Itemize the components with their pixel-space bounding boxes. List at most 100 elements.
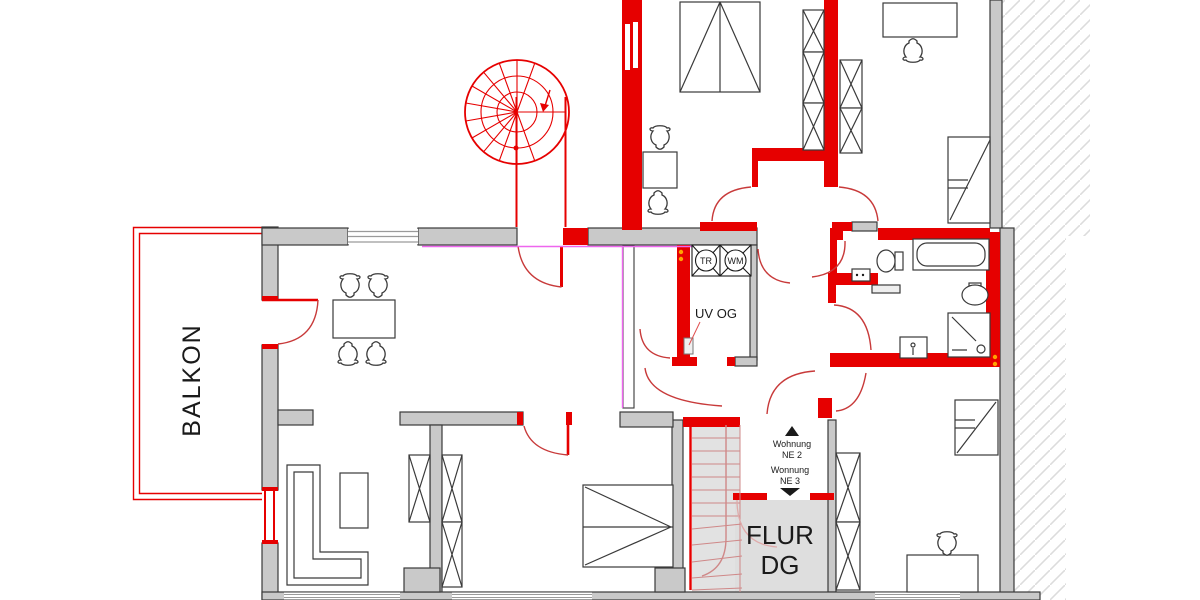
washer-label: WM <box>728 256 744 266</box>
west-window-jamb-2 <box>262 540 278 544</box>
single-bed-bottom-right <box>954 399 999 456</box>
dining-chair <box>367 273 389 298</box>
marker-dot-1 <box>678 249 684 255</box>
landing-south-red-1 <box>733 493 767 500</box>
living-door-arc <box>517 245 562 288</box>
wardrobe-east-of-wall <box>839 59 863 154</box>
flur-door-arc <box>736 499 778 548</box>
washing-machine-unit <box>719 244 752 277</box>
corridor-top-door-arc <box>757 248 791 284</box>
main-staircase <box>689 425 778 592</box>
vestibule-stub-gray <box>851 221 878 232</box>
south-wall-pillar-1 <box>403 567 441 593</box>
furniture <box>286 1 999 593</box>
vestibule-door-left-arc <box>711 186 752 222</box>
side-table <box>339 472 369 529</box>
bathtub <box>912 238 990 271</box>
hall-south-wall <box>619 411 674 428</box>
east-wall-upper <box>989 0 1003 229</box>
wc-shelf <box>871 284 901 294</box>
vestibule-north-red-wall <box>752 148 838 161</box>
bathroom <box>851 238 998 367</box>
chair <box>649 125 671 150</box>
spiral-shaft <box>515 97 567 227</box>
south-window-2 <box>452 592 592 600</box>
toilet <box>876 249 904 273</box>
bath-north-red-2 <box>878 228 990 240</box>
desk-bottom-right <box>906 554 979 593</box>
bedroom2-door-arc <box>523 425 569 456</box>
duct-wall <box>622 245 635 409</box>
north-window <box>348 229 418 244</box>
west-wall-mid <box>261 344 279 491</box>
flur-east-wall <box>827 419 837 593</box>
landing-south-red-2 <box>810 493 834 500</box>
desk-chair <box>902 38 924 63</box>
bedroom3-door-arc <box>835 372 867 412</box>
spiral-arrow-shaft <box>544 89 551 107</box>
l-shaped-sofa <box>286 464 369 586</box>
doors <box>262 186 879 456</box>
windows <box>262 229 960 600</box>
flur-label-line1: FLUR <box>746 520 814 550</box>
small-table-top <box>642 151 678 189</box>
dryer-unit <box>691 244 721 277</box>
red-wall-block-top <box>563 228 588 245</box>
wall-stub-west <box>277 409 314 426</box>
floor-fills <box>692 425 828 592</box>
stair-walk-line <box>701 425 727 577</box>
south-window-1 <box>284 592 400 600</box>
dining-chair <box>339 273 361 298</box>
wc-door-arc <box>811 240 846 278</box>
west-window-red <box>262 491 278 540</box>
spiral-arrow-head <box>540 103 549 112</box>
arrow-down-icon <box>780 488 800 496</box>
vestibule-west-stub <box>752 161 758 187</box>
uv-leader-line <box>688 321 701 346</box>
laundry-south-gray <box>734 356 758 367</box>
double-bed-bottom <box>582 484 674 568</box>
spiral-walkline-dot <box>513 145 519 151</box>
washbasin <box>961 282 989 306</box>
west-window-jamb-1 <box>262 487 278 491</box>
dining-table <box>332 299 396 339</box>
south-wall-pillar-2 <box>654 567 686 593</box>
balcony-door-jamb-1 <box>262 296 278 301</box>
corridor-jamb-red <box>818 398 832 418</box>
wohnung-ne2-line2: NE 2 <box>782 450 802 460</box>
dryer-label: TR <box>700 256 712 266</box>
marker-dot-3 <box>992 354 998 360</box>
labels: BALKON UV OG Wohnung NE 2 Wonnung NE 3 F… <box>178 306 814 580</box>
balcony-inner-edge <box>138 232 262 495</box>
living-north-wall-2 <box>417 227 518 246</box>
divider-wardrobes <box>408 454 463 588</box>
stair-treads <box>691 425 743 592</box>
vestibule-south-stub-2 <box>832 222 852 231</box>
marker-dot-2 <box>678 256 684 262</box>
vestibule-door-right-arc <box>838 186 879 222</box>
wardrobe-west-of-wall <box>802 9 825 151</box>
window-slot-1 <box>625 24 630 70</box>
single-bed-top-right <box>947 136 991 224</box>
bedroom2-door-jamb-2 <box>566 412 572 425</box>
stair-north-red <box>683 417 740 427</box>
laundry-room: TR WM <box>422 244 752 409</box>
balcony <box>132 226 262 501</box>
bedroom2-door-jamb-1 <box>517 412 523 425</box>
utility-sink <box>899 336 928 359</box>
balcony-door-arc <box>277 299 319 345</box>
south-window-3 <box>875 592 960 600</box>
living-north-wall-1 <box>261 227 349 246</box>
arrow-up-icon <box>785 426 799 436</box>
existing-walls <box>261 0 1041 600</box>
vestibule-south-stub-1 <box>700 222 757 231</box>
window-slot-2 <box>633 22 638 68</box>
wohnung-ne2-line1: Wohnung <box>773 439 811 449</box>
flur-label-line2: DG <box>761 550 800 580</box>
east-wall-lower <box>999 227 1015 600</box>
stairwell-floor <box>692 425 740 592</box>
bath-west-red-1 <box>828 273 836 303</box>
wc-west-red <box>830 228 837 285</box>
wohnung-ne3-line1: Wonnung <box>771 465 809 475</box>
